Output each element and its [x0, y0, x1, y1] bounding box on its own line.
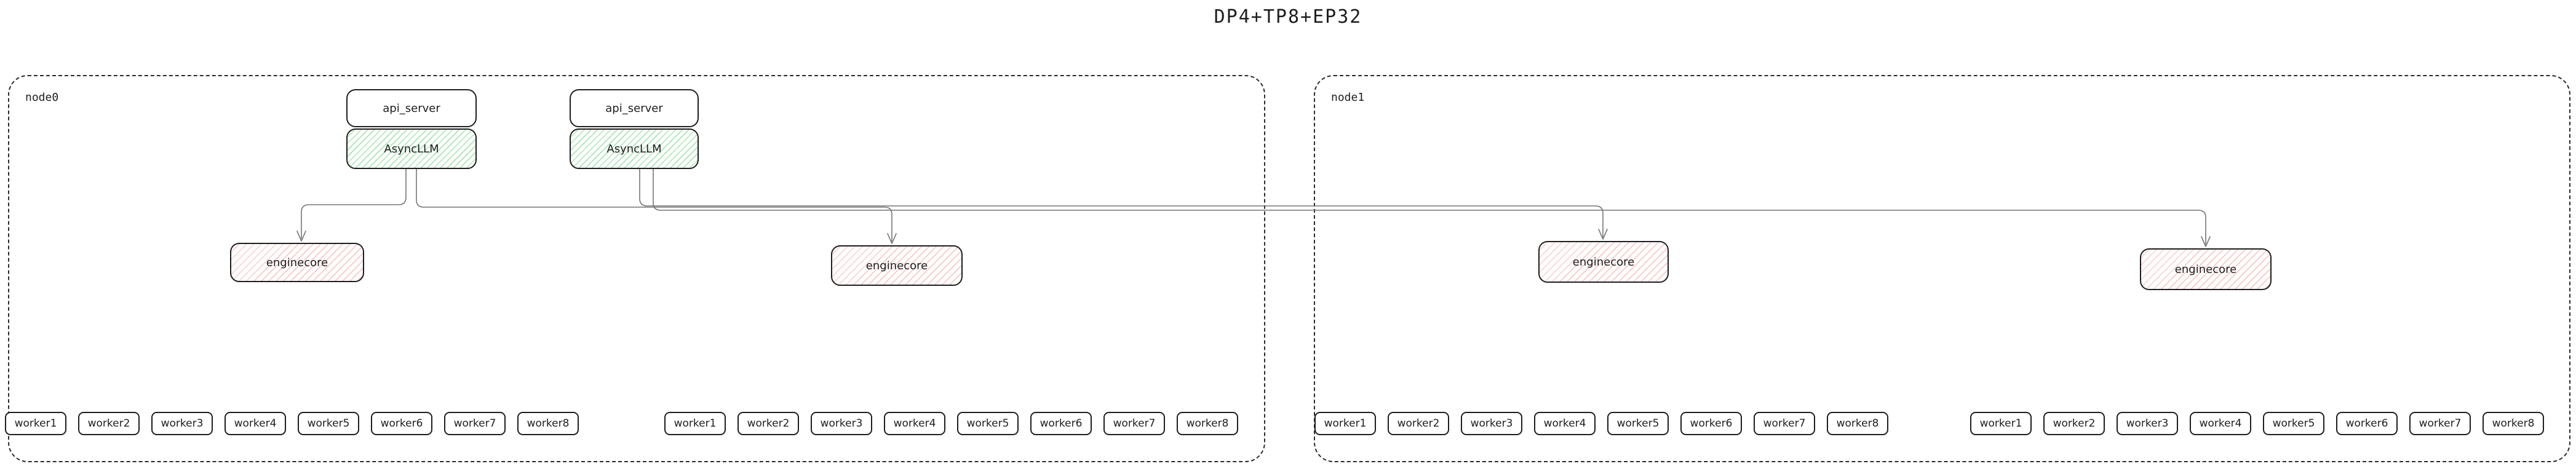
worker-box: worker1 — [1970, 412, 2032, 435]
api-server-box: api_server — [346, 89, 477, 127]
worker-box: worker7 — [2409, 412, 2471, 435]
worker-box: worker3 — [151, 412, 213, 435]
enginecore-box: enginecore — [1538, 241, 1669, 283]
worker-box: worker1 — [1314, 412, 1376, 435]
worker-box: worker8 — [1177, 412, 1238, 435]
worker-box: worker2 — [2043, 412, 2105, 435]
worker-row: worker1 worker2 worker3 worker4 worker5 worke… — [664, 412, 1238, 435]
worker-box: worker5 — [957, 412, 1019, 435]
worker-box: worker4 — [2190, 412, 2251, 435]
arrowhead-enginecore2 — [887, 233, 897, 244]
worker-box: worker6 — [371, 412, 432, 435]
worker-row: worker1 worker2 worker3 worker4 worker5 worke… — [1314, 412, 1888, 435]
worker-box: worker3 — [811, 412, 872, 435]
connector-asyncllm2-to-enginecore4 — [653, 168, 2206, 245]
enginecore-box: enginecore — [831, 245, 963, 286]
arrowhead-enginecore4 — [2201, 236, 2211, 247]
worker-box: worker1 — [664, 412, 726, 435]
diagram-title: DP4+TP8+EP32 — [1214, 6, 1362, 28]
worker-box: worker2 — [737, 412, 799, 435]
connector-asyncllm2-to-enginecore3 — [639, 168, 1604, 237]
worker-box: worker8 — [517, 412, 579, 435]
api-server-box: api_server — [570, 89, 699, 127]
node1-label: node1 — [1331, 91, 1365, 104]
asyncllm-box: AsyncLLM — [570, 128, 699, 169]
worker-box: worker2 — [1388, 412, 1449, 435]
worker-box: worker4 — [1534, 412, 1596, 435]
worker-box: worker3 — [2117, 412, 2178, 435]
node0-label: node0 — [25, 91, 59, 104]
worker-box: worker7 — [444, 412, 506, 435]
worker-box: worker7 — [1103, 412, 1165, 435]
worker-box: worker2 — [78, 412, 140, 435]
enginecore-box: enginecore — [230, 243, 364, 282]
worker-box: worker5 — [1607, 412, 1669, 435]
arrowhead-enginecore1 — [296, 231, 306, 242]
asyncllm-box: AsyncLLM — [346, 128, 477, 169]
connector-asyncllm1-to-enginecore1 — [301, 168, 407, 239]
worker-box: worker8 — [2483, 412, 2544, 435]
node0-container: node0 — [8, 75, 1265, 462]
worker-box: worker6 — [1030, 412, 1092, 435]
worker-box: worker7 — [1754, 412, 1815, 435]
worker-box: worker5 — [298, 412, 359, 435]
worker-box: worker8 — [1827, 412, 1888, 435]
worker-box: worker1 — [5, 412, 66, 435]
worker-box: worker6 — [2336, 412, 2398, 435]
enginecore-box: enginecore — [2140, 248, 2272, 290]
arrowhead-enginecore3 — [1598, 229, 1608, 240]
worker-box: worker3 — [1461, 412, 1522, 435]
worker-box: worker4 — [225, 412, 286, 435]
worker-box: worker5 — [2263, 412, 2324, 435]
worker-row: worker1 worker2 worker3 worker4 worker5 worke… — [1970, 412, 2544, 435]
worker-box: worker4 — [884, 412, 945, 435]
connector-asyncllm1-to-enginecore2 — [416, 168, 892, 242]
worker-row: worker1 worker2 worker3 worker4 worker5 worke… — [5, 412, 579, 435]
worker-box: worker6 — [1680, 412, 1742, 435]
node1-container: node1 — [1314, 75, 2570, 462]
